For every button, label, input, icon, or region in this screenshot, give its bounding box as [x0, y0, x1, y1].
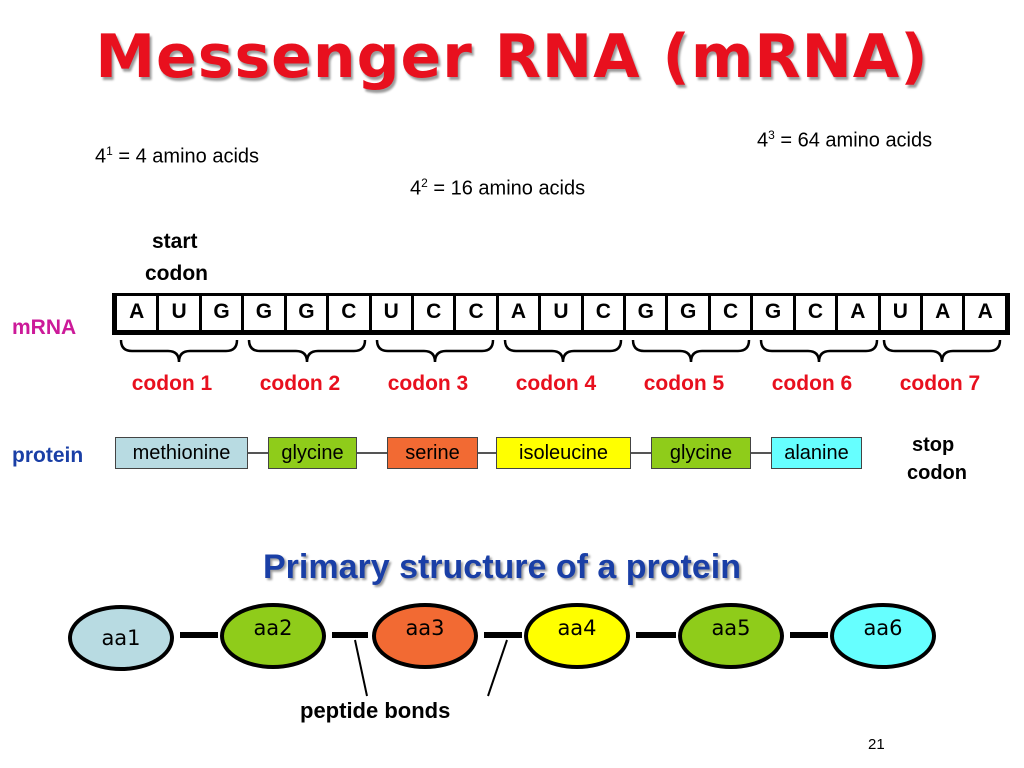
- start-codon-label-line2: codon: [145, 262, 208, 285]
- power-text-1: 41 = 4 amino acids: [95, 144, 260, 168]
- base: A: [499, 296, 542, 330]
- peptide-pointer-lines: [354, 639, 508, 697]
- amino-acid-box: glycine: [651, 437, 751, 469]
- codon-brace: [759, 339, 879, 363]
- base: C: [329, 296, 372, 330]
- base: G: [287, 296, 330, 330]
- chain-connector: [751, 452, 771, 454]
- peptide-bonds-label: peptide bonds: [300, 698, 451, 723]
- base: A: [838, 296, 881, 330]
- chain-connector: [357, 452, 387, 454]
- chain-connector: [248, 452, 268, 454]
- codon-brace: [882, 339, 1002, 363]
- primary-structure-title: Primary structure of a protein: [262, 548, 741, 586]
- amino-acid-box: serine: [387, 437, 478, 469]
- peptide-bond: [332, 632, 368, 638]
- base: G: [244, 296, 287, 330]
- base: C: [414, 296, 457, 330]
- stop-codon-label-line2: codon: [907, 462, 967, 484]
- base: U: [541, 296, 584, 330]
- peptide-bond: [790, 632, 828, 638]
- codon-brace: [247, 339, 367, 363]
- base: C: [584, 296, 627, 330]
- amino-acid-oval: aa2: [220, 603, 326, 669]
- amino-acid-oval: aa1: [68, 605, 174, 671]
- codon-brace: [119, 339, 239, 363]
- peptide-bond: [484, 632, 522, 638]
- amino-acid-box: glycine: [268, 437, 357, 469]
- base: G: [668, 296, 711, 330]
- amino-acid-oval-label: aa4: [557, 616, 597, 640]
- amino-acid-oval-label: aa5: [711, 616, 751, 640]
- mrna-label: mRNA: [12, 316, 77, 339]
- amino-acid-oval-label: aa3: [405, 616, 445, 640]
- codon-brace: [631, 339, 751, 363]
- codon-label: codon 7: [899, 372, 981, 395]
- base: U: [372, 296, 414, 330]
- base: A: [923, 296, 966, 330]
- amino-acid-box: alanine: [771, 437, 862, 469]
- power-text-3: 43 = 64 amino acids: [757, 128, 933, 152]
- protein-label: protein: [12, 444, 84, 467]
- chain-connector: [631, 452, 651, 454]
- amino-acid-oval: aa5: [678, 603, 784, 669]
- mrna-strand: A U G G G C U C C A U C G G C G C A U A …: [112, 293, 1010, 335]
- codon-label: codon 6: [771, 372, 853, 395]
- amino-acid-oval-label: aa6: [863, 616, 903, 640]
- codon-brace: [375, 339, 495, 363]
- amino-acid-oval: aa4: [524, 603, 630, 669]
- amino-acid-oval-label: aa1: [101, 626, 141, 650]
- peptide-bond: [636, 632, 676, 638]
- codon-label: codon 2: [259, 372, 341, 395]
- peptide-bond: [180, 632, 218, 638]
- amino-acid-oval: aa3: [372, 603, 478, 669]
- codon-label: codon 1: [131, 372, 213, 395]
- base: A: [117, 296, 160, 330]
- base: G: [626, 296, 669, 330]
- codon-label: codon 4: [515, 372, 597, 395]
- amino-acid-oval-label: aa2: [253, 616, 293, 640]
- amino-acid-box: methionine: [115, 437, 248, 469]
- chain-connector: [478, 452, 496, 454]
- base: U: [159, 296, 202, 330]
- base: A: [977, 300, 993, 323]
- codon-label: codon 5: [643, 372, 725, 395]
- base: G: [202, 296, 245, 330]
- start-codon-label-line1: start: [152, 230, 198, 253]
- power-text-2: 42 = 16 amino acids: [410, 176, 586, 200]
- codon-braces: [119, 339, 1002, 363]
- page-number: 21: [868, 736, 885, 753]
- amino-acid-box: isoleucine: [496, 437, 631, 469]
- base: C: [456, 296, 499, 330]
- stop-codon-label-line1: stop: [912, 434, 955, 456]
- base: C: [796, 296, 839, 330]
- slide-title: Messenger RNA (mRNA): [95, 22, 929, 92]
- base: C: [711, 296, 754, 330]
- amino-acid-oval: aa6: [830, 603, 936, 669]
- codon-label: codon 3: [387, 372, 469, 395]
- base: U: [881, 296, 924, 330]
- base: G: [753, 296, 796, 330]
- codon-brace: [503, 339, 623, 363]
